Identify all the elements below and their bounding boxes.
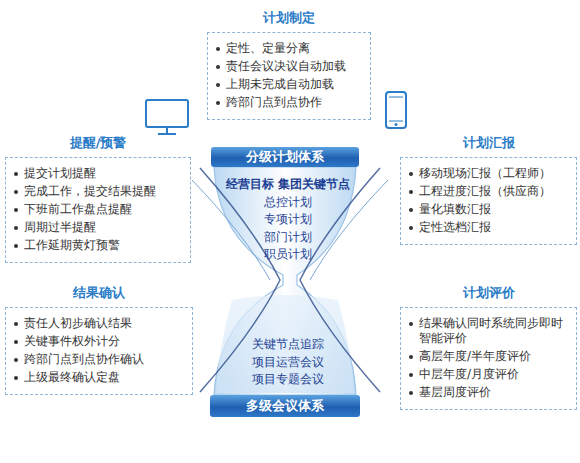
bullet-dot	[14, 358, 18, 362]
bullet-dot	[216, 47, 220, 51]
system-line: 关键节点追踪	[215, 336, 361, 354]
bullet-item: 跨部门点到点协作确认	[12, 352, 186, 367]
bullet-item: 移动现场汇报（工程师）	[407, 166, 570, 181]
bullet-item: 结果确认同时系统同步即时智能评价	[407, 316, 570, 346]
bullet-list: 结果确认同时系统同步即时智能评价高层年度/半年度评价中层年度/月度评价基层周度评…	[400, 307, 577, 410]
bullet-dot	[14, 376, 18, 380]
system-line: 项目专题会议	[215, 371, 361, 389]
bullet-text: 定性、定量分离	[226, 41, 310, 55]
evaluate-box: 计划评价结果确认同时系统同步即时智能评价高层年度/半年度评价中层年度/月度评价基…	[400, 285, 577, 410]
bullet-text: 周期过半提醒	[24, 220, 96, 234]
bullet-dot	[216, 65, 220, 69]
plan-box: 计划制定定性、定量分离责任会议决议自动加载上期未完成自动加载跨部门点到点协作	[207, 10, 371, 120]
bullet-item: 完成工作，提交结果提醒	[12, 184, 184, 199]
bullet-item: 工程进度汇报（供应商）	[407, 184, 570, 199]
bullet-dot	[14, 244, 18, 248]
bullet-item: 提交计划提醒	[12, 166, 184, 181]
bullet-item: 高层年度/半年度评价	[407, 349, 570, 364]
meeting-system: 关键节点追踪项目运营会议项目专题会议	[215, 336, 361, 389]
bullet-item: 中层年度/月度评价	[407, 367, 570, 382]
bullet-list: 提交计划提醒完成工作，提交结果提醒下班前工作盘点提醒周期过半提醒工作延期黄灯预警	[5, 157, 191, 263]
bullet-text: 上期未完成自动加载	[226, 77, 334, 91]
box-heading: 结果确认	[5, 285, 193, 301]
bullet-text: 责任人初步确认结果	[24, 316, 132, 330]
bullet-item: 责任会议决议自动加载	[214, 59, 364, 74]
decor-curve	[310, 180, 388, 280]
bullet-item: 定性、定量分离	[214, 41, 364, 56]
bullet-text: 责任会议决议自动加载	[226, 59, 346, 73]
bullet-text: 提交计划提醒	[24, 166, 96, 180]
box-heading: 提醒/预警	[5, 135, 191, 151]
bullet-text: 高层年度/半年度评价	[419, 349, 531, 363]
bullet-dot	[216, 83, 220, 87]
decor-curve	[192, 180, 270, 280]
top-band: 分级计划体系	[211, 147, 359, 167]
confirm-box: 结果确认责任人初步确认结果关键事件权外计分跨部门点到点协作确认上级最终确认定盘	[5, 285, 193, 395]
box-heading: 计划汇报	[400, 135, 577, 151]
bullet-text: 下班前工作盘点提醒	[24, 202, 132, 216]
bullet-text: 关键事件权外计分	[24, 334, 120, 348]
bullet-list: 移动现场汇报（工程师） 工程进度汇报（供应商） 量化填数汇报定性选档汇报	[400, 157, 577, 245]
bullet-item: 上期未完成自动加载	[214, 77, 364, 92]
bullet-text: 结果确认同时系统同步即时智能评价	[419, 316, 563, 345]
bullet-dot	[409, 322, 413, 326]
bullet-text: 定性选档汇报	[419, 220, 491, 234]
report-box: 计划汇报移动现场汇报（工程师） 工程进度汇报（供应商） 量化填数汇报定性选档汇报	[400, 135, 577, 245]
bullet-list: 定性、定量分离责任会议决议自动加载上期未完成自动加载跨部门点到点协作	[207, 32, 371, 120]
band-label: 多级会议体系	[246, 397, 324, 415]
bullet-dot	[409, 190, 413, 194]
bottom-band: 多级会议体系	[210, 395, 360, 417]
box-heading: 计划制定	[207, 10, 371, 26]
bullet-text: 完成工作，提交结果提醒	[24, 184, 156, 198]
bullet-item: 下班前工作盘点提醒	[12, 202, 184, 217]
system-line: 部门计划	[215, 229, 361, 247]
bullet-dot	[216, 101, 220, 105]
bullet-item: 定性选档汇报	[407, 220, 570, 235]
bullet-item: 基层周度评价	[407, 385, 570, 400]
bullet-dot	[14, 226, 18, 230]
bullet-dot	[14, 208, 18, 212]
bullet-item: 关键事件权外计分	[12, 334, 186, 349]
bullet-text: 量化填数汇报	[419, 202, 491, 216]
bullet-item: 工作延期黄灯预警	[12, 238, 184, 253]
bullet-item: 量化填数汇报	[407, 202, 570, 217]
bullet-dot	[14, 172, 18, 176]
bullet-dot	[409, 172, 413, 176]
bullet-list: 责任人初步确认结果关键事件权外计分跨部门点到点协作确认上级最终确认定盘	[5, 307, 193, 395]
plan-system: 经营目标 集团关键节点总控计划专项计划部门计划职员计划	[215, 176, 361, 264]
bullet-item: 周期过半提醒	[12, 220, 184, 235]
bullet-text: 中层年度/月度评价	[419, 367, 519, 381]
system-line: 职员计划	[215, 246, 361, 264]
bullet-dot	[409, 391, 413, 395]
bullet-dot	[409, 208, 413, 212]
monitor-icon	[146, 100, 188, 134]
bullet-text: 工程进度汇报（供应商）	[419, 184, 551, 198]
bullet-text: 跨部门点到点协作	[226, 95, 322, 109]
bullet-dot	[14, 322, 18, 326]
system-line: 专项计划	[215, 211, 361, 229]
system-line: 经营目标 集团关键节点	[215, 176, 361, 194]
system-line: 项目运营会议	[215, 354, 361, 372]
bullet-dot	[409, 355, 413, 359]
bullet-dot	[409, 373, 413, 377]
bullet-dot	[409, 226, 413, 230]
bullet-text: 上级最终确认定盘	[24, 370, 120, 384]
box-heading: 计划评价	[400, 285, 577, 301]
bullet-item: 跨部门点到点协作	[214, 95, 364, 110]
band-label: 分级计划体系	[246, 148, 324, 166]
bullet-text: 工作延期黄灯预警	[24, 238, 120, 252]
bullet-item: 责任人初步确认结果	[12, 316, 186, 331]
system-line: 总控计划	[215, 194, 361, 212]
reminder-box: 提醒/预警提交计划提醒完成工作，提交结果提醒下班前工作盘点提醒周期过半提醒工作延…	[5, 135, 191, 263]
bullet-dot	[14, 190, 18, 194]
bullet-dot	[14, 340, 18, 344]
bullet-text: 移动现场汇报（工程师）	[419, 166, 551, 180]
bullet-item: 上级最终确认定盘	[12, 370, 186, 385]
bullet-text: 基层周度评价	[419, 385, 491, 399]
phone-icon	[386, 92, 406, 128]
bullet-text: 跨部门点到点协作确认	[24, 352, 144, 366]
